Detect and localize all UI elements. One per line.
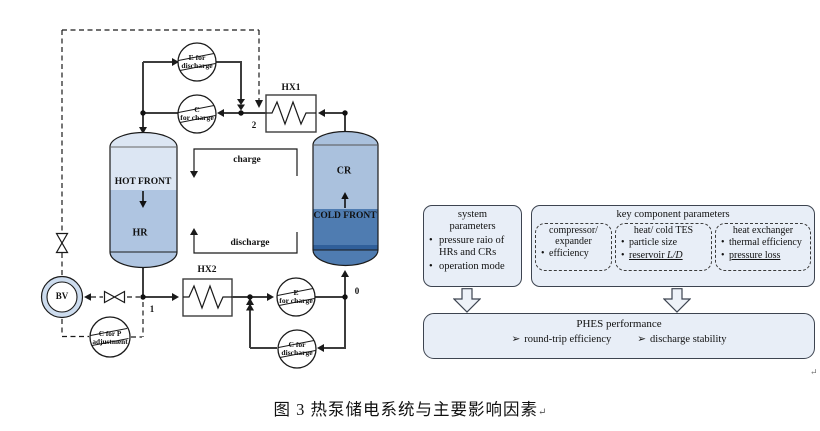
system-param-item: • pressure raio of HRs and CRs bbox=[429, 235, 505, 258]
heat-cold-tes-box: heat/ cold TES • particle size • reservo… bbox=[615, 223, 712, 272]
bullet-icon: • bbox=[621, 237, 625, 249]
cold-front-label: COLD FRONT bbox=[313, 210, 377, 221]
hx1-label: HX1 bbox=[281, 82, 301, 93]
arrow-bullet-icon: ➢ bbox=[511, 334, 521, 345]
hr-label: HR bbox=[132, 227, 148, 239]
group-item: • particle size bbox=[621, 237, 678, 249]
charge-arrow bbox=[190, 171, 198, 178]
cr-label: CR bbox=[336, 165, 352, 177]
c-discharge-label: C for discharge bbox=[281, 339, 313, 357]
mode-brackets bbox=[193, 148, 298, 254]
bullet-icon: • bbox=[621, 250, 625, 262]
system-parameters-box: system parameters • pressure raio of HRs… bbox=[423, 205, 522, 287]
e-discharge-machine bbox=[177, 42, 217, 82]
group-title: heat exchanger bbox=[732, 225, 794, 237]
e-charge-machine bbox=[276, 277, 316, 317]
key-parameters-title: key component parameters bbox=[616, 209, 730, 220]
compressor-expander-box: compressor/ expander • efficiency bbox=[535, 223, 612, 272]
group-item: • reservoir L/D bbox=[621, 250, 683, 262]
junction-dots bbox=[140, 110, 348, 300]
discharge-label: discharge bbox=[230, 237, 270, 248]
hr-tank bbox=[109, 131, 178, 269]
hot-front-arrow bbox=[139, 201, 147, 208]
bullet-icon: • bbox=[429, 235, 433, 247]
bv-vessel bbox=[40, 275, 84, 319]
node-0-label: 0 bbox=[354, 286, 360, 297]
bv-label: BV bbox=[55, 291, 69, 302]
node-1-label: 1 bbox=[149, 304, 155, 315]
node-2-label: 2 bbox=[251, 120, 257, 131]
down-block-arrow-icon bbox=[453, 288, 481, 313]
hx2-heat-exchanger bbox=[182, 278, 233, 317]
key-parameter-groups: compressor/ expander • efficiency heat/ … bbox=[532, 221, 814, 272]
paragraph-return-mark: ↵ bbox=[810, 367, 818, 377]
bullet-icon: • bbox=[429, 260, 433, 272]
pipe-arrows bbox=[139, 58, 349, 352]
hot-front-label: HOT FRONT bbox=[114, 176, 172, 187]
arrow-bullet-icon: ➢ bbox=[637, 334, 647, 345]
c-charge-label: C for charge bbox=[180, 104, 214, 122]
e-charge-label: E for charge bbox=[279, 287, 313, 305]
c-charge-machine bbox=[177, 94, 217, 134]
key-component-parameters-box: key component parameters compressor/ exp… bbox=[531, 205, 815, 287]
phes-performance-items: ➢round-trip efficiency ➢discharge stabil… bbox=[424, 333, 814, 345]
control-dashed-lines bbox=[61, 29, 260, 338]
phes-flow-diagram bbox=[40, 29, 379, 369]
hx1-heat-exchanger bbox=[265, 94, 317, 133]
dashed-arrow-down bbox=[255, 100, 263, 108]
phes-item: ➢discharge stability bbox=[637, 334, 727, 345]
pipes bbox=[142, 61, 346, 349]
figure-caption: 图 3 热泵储电系统与主要影响因素↵ bbox=[273, 400, 547, 419]
discharge-arrow bbox=[190, 228, 198, 235]
cr-tank bbox=[312, 130, 379, 267]
charge-label: charge bbox=[233, 154, 261, 165]
e-discharge-label: E for discharge bbox=[181, 52, 213, 70]
bullet-icon: • bbox=[541, 248, 545, 260]
bullet-icon: • bbox=[721, 237, 725, 249]
phes-performance-title: PHES performance bbox=[576, 318, 662, 330]
valve-horizontal bbox=[103, 290, 126, 304]
system-param-item: • operation mode bbox=[429, 260, 505, 272]
bullet-icon: • bbox=[721, 250, 725, 262]
cold-front-arrow bbox=[341, 192, 349, 199]
c-for-p-label: C for P adjustment bbox=[92, 329, 128, 346]
group-title: compressor/ expander bbox=[549, 225, 598, 248]
heat-exchanger-box: heat exchanger • thermal efficiency • pr… bbox=[715, 223, 811, 272]
c-discharge-machine bbox=[277, 329, 317, 369]
group-item: • thermal efficiency bbox=[721, 237, 802, 249]
group-item: • pressure loss bbox=[721, 250, 781, 262]
group-title: heat/ cold TES bbox=[633, 225, 694, 237]
valve-vertical bbox=[55, 232, 69, 254]
system-parameters-title: system parameters bbox=[449, 209, 496, 233]
c-for-p-machine bbox=[89, 316, 131, 358]
group-item: • efficiency bbox=[541, 248, 589, 260]
phes-performance-box: PHES performance ➢round-trip efficiency … bbox=[423, 313, 815, 359]
arrow-into-bv bbox=[84, 293, 91, 301]
down-block-arrow-icon bbox=[663, 288, 691, 313]
phes-item: ➢round-trip efficiency bbox=[511, 334, 612, 345]
machine-circles bbox=[89, 42, 317, 369]
hx2-label: HX2 bbox=[197, 264, 217, 275]
caption-return-mark: ↵ bbox=[538, 407, 547, 418]
